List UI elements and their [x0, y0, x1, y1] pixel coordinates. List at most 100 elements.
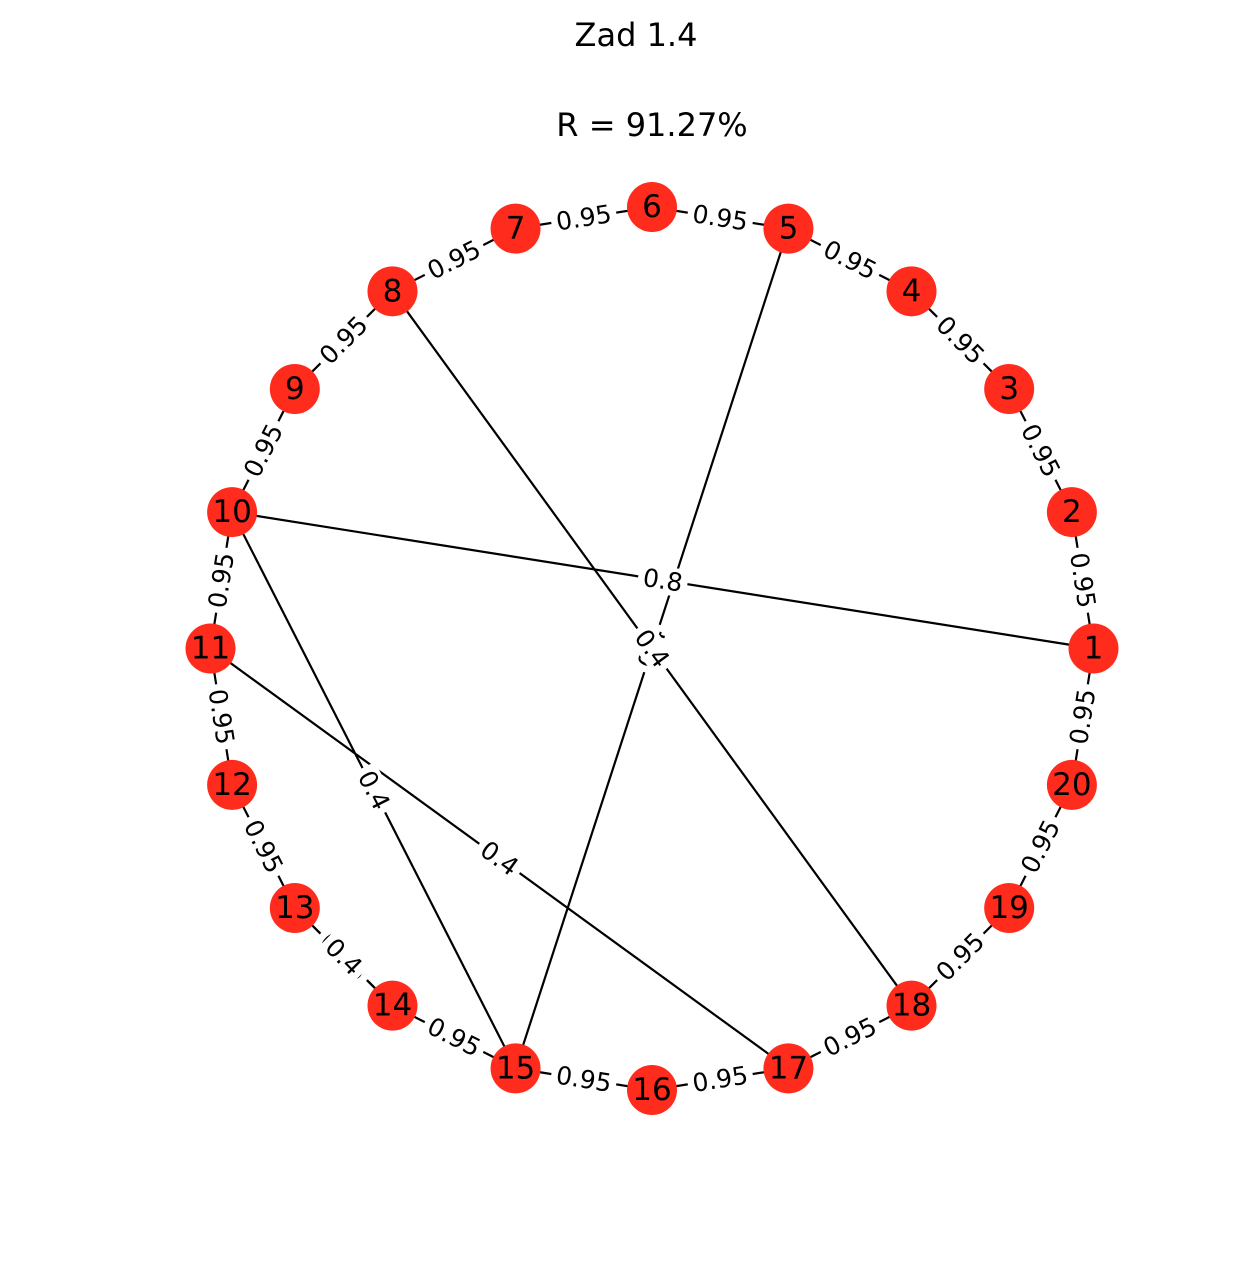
node-circle — [763, 203, 814, 254]
node-circle — [984, 363, 1035, 414]
edge-label-11-12: 0.95 — [202, 682, 241, 752]
node-label: 20 — [1052, 767, 1091, 803]
edge-weight-label: 0.95 — [203, 551, 240, 611]
edge-weight-label: 0.95 — [819, 1011, 882, 1062]
edge-label-14-15: 0.95 — [418, 1009, 490, 1065]
edge-label-7-8: 0.95 — [418, 232, 490, 288]
node-17: 17 — [763, 1043, 814, 1094]
edge-label-background — [814, 1009, 886, 1065]
node-7: 7 — [490, 203, 541, 254]
edge-label-background — [549, 198, 619, 237]
node-circle — [763, 1043, 814, 1094]
edge-label-10-15: 0.4 — [350, 761, 398, 819]
edge-label-1-10: 0.8 — [636, 562, 690, 599]
node-circle — [367, 266, 418, 317]
node-circle — [490, 203, 541, 254]
edge-weight-label: 0.95 — [554, 1061, 614, 1098]
edge-weight-label: 0.95 — [423, 234, 486, 285]
figure-subtitle: R = 91.27% — [556, 106, 748, 144]
edge-label-background — [927, 923, 994, 990]
edge-weight-label: 0.95 — [690, 199, 750, 236]
edge-label-12-13: 0.95 — [236, 810, 291, 883]
edge-weight-label: 0.95 — [819, 234, 882, 285]
node-6: 6 — [627, 182, 677, 232]
node-11: 11 — [185, 623, 236, 674]
node-19: 19 — [984, 883, 1035, 934]
edge-label-background — [927, 307, 994, 374]
edge-label-background — [814, 232, 886, 288]
node-13: 13 — [269, 883, 320, 934]
edge-label-background — [1013, 810, 1068, 883]
edge-label-background — [236, 414, 291, 487]
edge-label-17-18: 0.95 — [814, 1009, 886, 1065]
node-circle — [1046, 487, 1097, 538]
edge-label-background — [471, 832, 528, 885]
edge-weight-label: 0.95 — [1015, 419, 1066, 482]
node-3: 3 — [984, 363, 1035, 414]
node-label: 18 — [892, 988, 931, 1024]
edge-label-background — [1063, 682, 1102, 752]
edge-weight-label: 0.95 — [1015, 815, 1066, 878]
node-4: 4 — [886, 266, 937, 317]
node-label: 3 — [999, 371, 1019, 407]
node-16: 16 — [627, 1065, 677, 1115]
edge-label-11-17: 0.4 — [471, 832, 528, 885]
node-label: 6 — [642, 189, 662, 225]
node-circle — [627, 1065, 677, 1115]
node-circle — [269, 883, 320, 934]
edge-label-background — [350, 761, 398, 819]
node-circle — [627, 182, 677, 232]
edge-label-background — [418, 1009, 490, 1065]
edge-weight-label: 0.95 — [690, 1061, 750, 1098]
node-label: 13 — [275, 890, 314, 926]
node-circle — [1046, 759, 1097, 810]
edge-label-background — [1013, 414, 1068, 487]
edge-label-background — [316, 929, 372, 985]
edge-label-19-20: 0.95 — [1013, 810, 1068, 883]
edge-weight-label: 0.95 — [1064, 687, 1101, 747]
edge-label-5-6: 0.95 — [685, 198, 755, 237]
node-1: 1 — [1068, 623, 1119, 674]
edge-label-20-1: 0.95 — [1063, 682, 1102, 752]
edge-label-background — [418, 232, 490, 288]
edge-label-6-7: 0.95 — [549, 198, 619, 237]
node-circle — [886, 980, 937, 1031]
edge-label-background — [685, 198, 755, 237]
node-circle — [185, 623, 236, 674]
node-label: 9 — [285, 371, 305, 407]
node-label: 19 — [989, 890, 1028, 926]
node-circle — [984, 883, 1035, 934]
node-2: 2 — [1046, 487, 1097, 538]
edge-weight-label: 0.95 — [238, 419, 289, 482]
node-circle — [269, 363, 320, 414]
edge-label-background — [236, 810, 291, 883]
edge-label-background — [202, 545, 241, 615]
edge-weight-label: 0.95 — [203, 687, 240, 747]
node-20: 20 — [1046, 759, 1097, 810]
edge-label-4-5: 0.95 — [814, 232, 886, 288]
edge-label-background — [685, 1060, 755, 1099]
edge-label-15-16: 0.95 — [549, 1060, 619, 1099]
edge-label-1-2: 0.95 — [1063, 545, 1102, 615]
node-10: 10 — [207, 487, 258, 538]
node-label: 10 — [212, 494, 251, 530]
node-label: 17 — [769, 1050, 808, 1086]
node-circle — [207, 759, 258, 810]
edge-weight-label: 0.95 — [554, 199, 614, 236]
node-label: 7 — [506, 211, 526, 247]
node-9: 9 — [269, 363, 320, 414]
node-label: 11 — [191, 631, 230, 667]
edge-label-background — [310, 307, 377, 374]
node-12: 12 — [207, 759, 258, 810]
edge-label-10-11: 0.95 — [202, 545, 241, 615]
node-5: 5 — [763, 203, 814, 254]
edge-weight-label: 0.95 — [1064, 551, 1101, 611]
node-label: 15 — [496, 1050, 535, 1086]
node-label: 5 — [779, 211, 799, 247]
node-label: 2 — [1062, 494, 1082, 530]
node-circle — [1068, 623, 1119, 674]
node-label: 4 — [902, 273, 922, 309]
edge-weight-label: 0.95 — [423, 1011, 486, 1062]
node-circle — [207, 487, 258, 538]
